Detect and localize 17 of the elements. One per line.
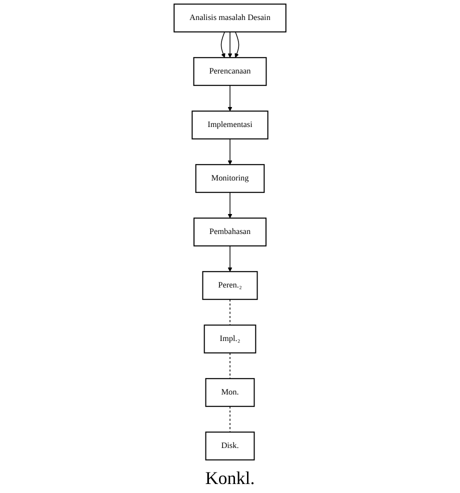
arrow	[228, 32, 232, 58]
node-box: Perencanaan	[193, 57, 267, 86]
arrow	[234, 32, 240, 58]
node-box: Pembahasan	[193, 218, 267, 246]
arrow	[228, 192, 232, 218]
node-box: Peren.₂	[202, 271, 258, 300]
node-box: Monitoring	[195, 164, 265, 193]
arrow	[220, 32, 226, 58]
node-box: Disk.	[205, 432, 255, 460]
arrow	[228, 138, 232, 165]
node-box: Implementasi	[192, 110, 268, 140]
node-box: Impl.₂	[204, 324, 256, 354]
arrow	[228, 85, 232, 112]
node-box: Mon.	[205, 378, 255, 407]
node-box: Analisis masalah Desain	[174, 4, 286, 32]
note-text: Konkl.	[205, 468, 255, 488]
arrow	[228, 246, 232, 272]
